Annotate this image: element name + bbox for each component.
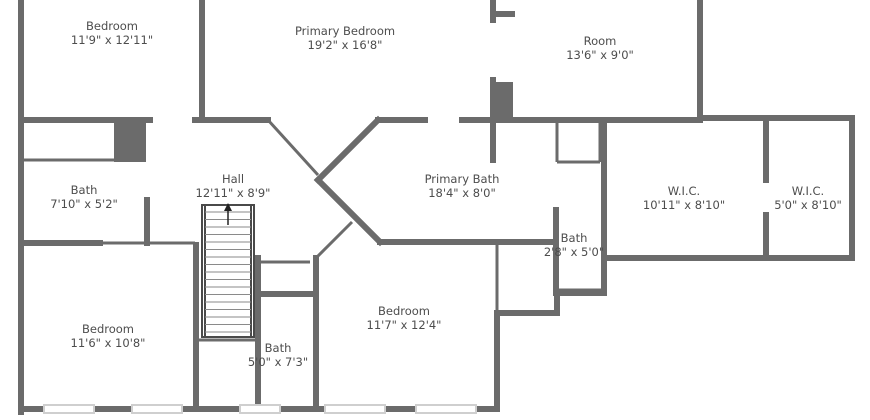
room-name: Bedroom — [377, 304, 431, 318]
room-dimensions: 13'6" x 9'0" — [566, 48, 634, 62]
room-dimensions: 7'10" x 5'2" — [50, 197, 118, 211]
window — [131, 404, 183, 414]
room-name: Hall — [221, 172, 245, 186]
chase-block — [114, 122, 146, 162]
window — [415, 404, 477, 414]
room-name: Bedroom — [85, 19, 138, 33]
room-label-primary-bedroom: Primary Bedroom 19'2" x 16'8" — [295, 24, 395, 52]
room-dimensions: 2'8" x 5'0" — [543, 245, 605, 259]
room-name: Room — [583, 34, 617, 48]
window — [43, 404, 95, 414]
room-name: W.I.C. — [791, 184, 825, 198]
room-dimensions: 5'0" x 8'10" — [774, 198, 842, 212]
chase-block — [491, 82, 513, 120]
room-dimensions: 5'0" x 7'3" — [247, 355, 309, 369]
room-dimensions: 11'7" x 12'4" — [366, 318, 442, 332]
room-label-hall: Hall 12'11" x 8'9" — [196, 172, 271, 200]
wall — [313, 115, 383, 185]
window — [324, 404, 386, 414]
room-dimensions: 11'6" x 10'8" — [70, 336, 146, 350]
room-label-wic-1: W.I.C. 10'11" x 8'10" — [643, 184, 725, 212]
room-name: Bath — [70, 183, 98, 197]
stair-steps — [205, 211, 251, 333]
room-name: Bath — [560, 231, 588, 245]
room-name: Bath — [264, 341, 292, 355]
room-label-wic-2: W.I.C. 5'0" x 8'10" — [774, 184, 842, 212]
room-name: Bedroom — [81, 322, 135, 336]
stair-arrow-head — [224, 203, 232, 211]
room-label-bedroom-sw: Bedroom 11'6" x 10'8" — [71, 322, 146, 350]
room-label-bath-center: Bath 5'0" x 7'3" — [248, 341, 308, 369]
wall — [313, 175, 385, 247]
room-name: Primary Bedroom — [294, 24, 396, 38]
room-label-bath-west: Bath 7'10" x 5'2" — [50, 183, 118, 211]
wall — [314, 220, 354, 260]
room-dimensions: 12'11" x 8'9" — [195, 186, 271, 200]
room-dimensions: 18'4" x 8'0" — [428, 186, 496, 200]
room-label-bedroom-s: Bedroom 11'7" x 12'4" — [367, 304, 442, 332]
room-label-bath-small: Bath 2'8" x 5'0" — [544, 231, 604, 259]
walls — [18, 0, 855, 415]
room-dimensions: 19'2" x 16'8" — [307, 38, 383, 52]
window — [239, 404, 281, 414]
windows — [43, 404, 477, 414]
room-label-bedroom-nw: Bedroom 11'9" x 12'11" — [71, 19, 153, 47]
room-label-room: Room 13'6" x 9'0" — [566, 34, 634, 62]
staircase — [201, 203, 255, 338]
wall — [266, 118, 320, 177]
room-name: W.I.C. — [667, 184, 701, 198]
room-dimensions: 10'11" x 8'10" — [642, 198, 726, 212]
room-dimensions: 11'9" x 12'11" — [70, 33, 154, 47]
room-label-primary-bath: Primary Bath 18'4" x 8'0" — [425, 172, 500, 200]
room-name: Primary Bath — [424, 172, 500, 186]
